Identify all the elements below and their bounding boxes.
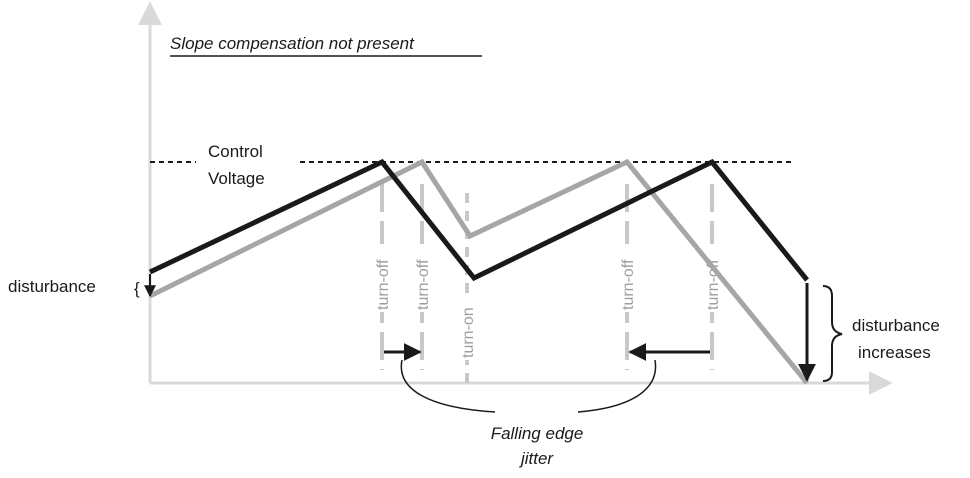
disturbance-increases-brace: [822, 285, 843, 382]
control-voltage-label-line1: Control: [208, 142, 263, 161]
jitter-label-line2: jitter: [519, 449, 554, 468]
disturbance-increases-label-line2: increases: [858, 343, 931, 362]
disturbance-label: disturbance: [8, 277, 96, 296]
black-waveform: [148, 158, 809, 282]
turn-off-label-2: turn-off: [415, 259, 432, 310]
turn-off-label-3: turn-off: [620, 259, 637, 310]
disturbance-brace: {: [134, 279, 140, 298]
jitter-label-line1: Falling edge: [491, 424, 584, 443]
gray-waveform: [148, 158, 809, 385]
turn-off-label-1: turn-off: [375, 259, 392, 310]
turn-on-label: turn-on: [460, 307, 477, 358]
disturbance-increases-label-line1: disturbance: [852, 316, 940, 335]
jitter-curve-right: [577, 359, 657, 413]
jitter-curve-left: [400, 359, 496, 413]
diagram-title: Slope compensation not present: [170, 34, 415, 53]
control-voltage-label-line2: Voltage: [208, 169, 265, 188]
